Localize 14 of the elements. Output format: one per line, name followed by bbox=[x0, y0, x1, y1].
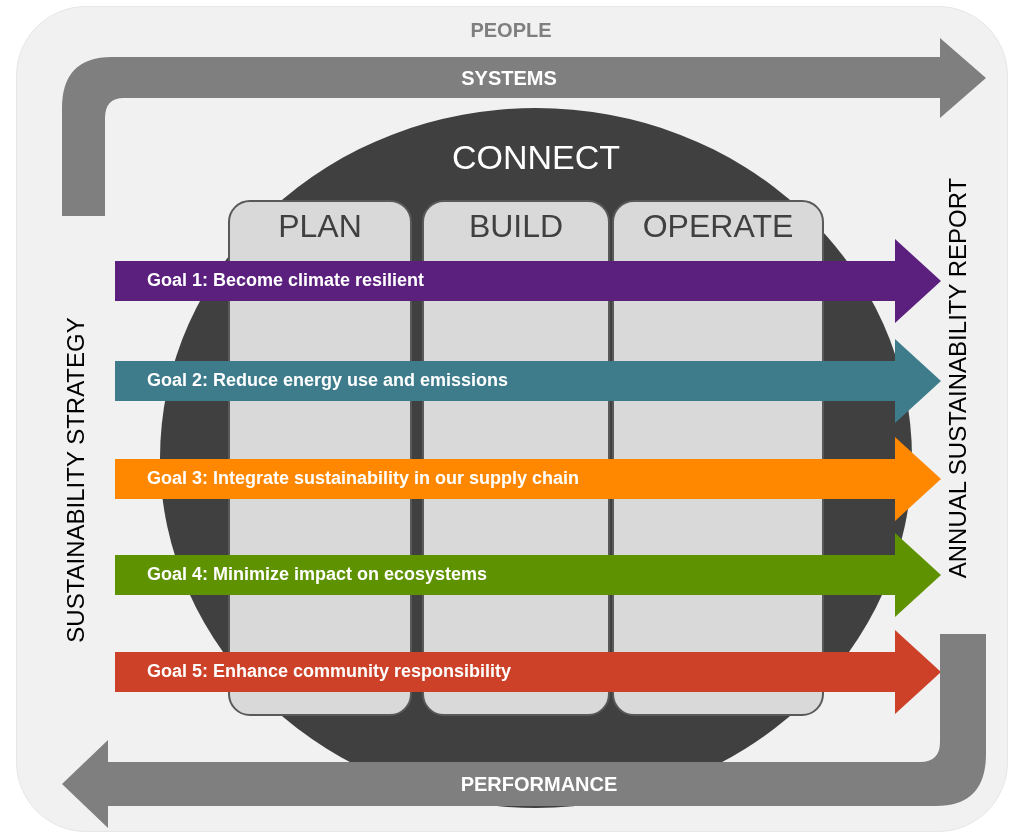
goal-label: Goal 5: Enhance community responsibility bbox=[147, 661, 512, 682]
goal-label: Goal 1: Become climate resilient bbox=[147, 270, 425, 291]
column-heading: OPERATE bbox=[641, 208, 795, 245]
column-heading: PLAN bbox=[277, 208, 363, 245]
goal-label: Goal 4: Minimize impact on ecosystems bbox=[147, 564, 488, 585]
arrow-label: PERFORMANCE bbox=[459, 773, 619, 796]
column-heading: BUILD bbox=[467, 208, 565, 245]
band-label: PEOPLE bbox=[469, 19, 553, 42]
side-label: SUSTAINABILITY STRATEGY bbox=[62, 317, 90, 643]
goal-label: Goal 2: Reduce energy use and emissions bbox=[147, 370, 509, 391]
goal-label: Goal 3: Integrate sustainability in our supply chain bbox=[147, 468, 580, 489]
circle-title: CONNECT bbox=[450, 138, 622, 177]
arrow-label: SYSTEMS bbox=[460, 67, 558, 90]
side-label: ANNUAL SUSTAINABILITY REPORT bbox=[944, 177, 972, 579]
